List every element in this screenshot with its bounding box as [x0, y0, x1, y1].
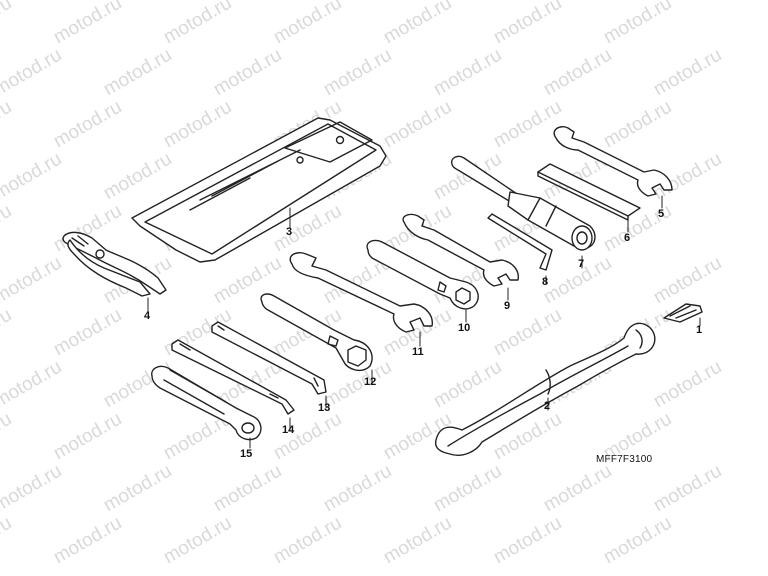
callout-2: 2: [544, 400, 551, 412]
callout-12: 12: [364, 376, 377, 388]
hex-key: [487, 213, 553, 271]
pliers: [62, 231, 167, 297]
screwdriver-blade: [171, 339, 295, 415]
callout-13: 13: [318, 402, 331, 414]
callout-5: 5: [658, 208, 665, 220]
callout-6: 6: [624, 232, 631, 244]
clip: [663, 303, 703, 323]
callout-4: 4: [144, 310, 151, 322]
callout-15: 15: [240, 448, 253, 460]
tool-bag: [131, 117, 387, 263]
open-end-wrench: [553, 126, 673, 197]
callout-10: 10: [458, 322, 471, 334]
extension-bar: [211, 321, 327, 395]
callout-1: 1: [696, 324, 703, 336]
flat-bar: [537, 163, 641, 221]
callout-11: 11: [412, 346, 424, 358]
open-end-wrench-large: [289, 252, 433, 333]
small-wrench: [402, 213, 519, 287]
callout-9: 9: [504, 300, 511, 312]
callout-7: 7: [578, 258, 585, 270]
callout-14: 14: [282, 424, 295, 436]
box-end-wrench: [366, 239, 479, 310]
callout-8: 8: [542, 276, 549, 288]
tool-strap: [434, 322, 656, 456]
screwdriver-handle: [151, 365, 262, 441]
socket-wrench: [451, 155, 596, 251]
box-spanner: [260, 293, 373, 372]
callout-3: 3: [286, 226, 293, 238]
diagram-code: MFF7F3100: [596, 454, 653, 465]
